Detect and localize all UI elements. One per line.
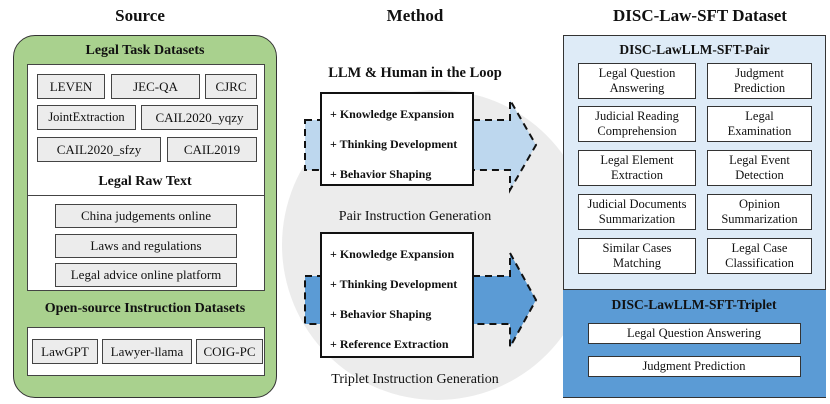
task-line: Judicial Reading — [595, 109, 679, 123]
dataset-chip: CAIL2020_yqzy — [141, 105, 258, 130]
dataset-chip: CAIL2020_sfzy — [37, 137, 161, 162]
triplet-step: + Knowledge Expansion — [330, 247, 455, 261]
method-column-title: Method — [386, 6, 444, 25]
dataset-chip: JEC-QA — [111, 74, 200, 99]
legal-raw-text-title: Legal Raw Text — [98, 174, 192, 189]
task-line: Legal Question — [598, 66, 676, 80]
pair-step: + Thinking Development — [330, 137, 458, 151]
triplet-task: Judgment Prediction — [587, 356, 801, 377]
raw-text-chip: Legal advice online platform — [55, 263, 237, 287]
triplet-caption: Triplet Instruction Generation — [331, 372, 499, 387]
task-line: Examination — [727, 124, 792, 138]
triplet-step: + Reference Extraction — [330, 337, 449, 351]
source-column-title: Source — [115, 6, 165, 25]
task-line: Summarization — [721, 212, 798, 226]
triplet-method-box: + Knowledge Expansion + Thinking Develop… — [320, 232, 474, 358]
dataset-column-title: DISC-Law-SFT Dataset — [613, 6, 787, 25]
loop-title: LLM & Human in the Loop — [328, 65, 502, 81]
raw-text-chip: China judgements online — [55, 204, 237, 228]
task-line: Comprehension — [597, 124, 677, 138]
task-line: Legal Element — [600, 153, 674, 167]
pair-method-box: + Knowledge Expansion + Thinking Develop… — [320, 92, 474, 186]
raw-text-chip: Laws and regulations — [55, 234, 237, 258]
legal-task-datasets-box: LEVEN JEC-QA CJRC JointExtraction CAIL20… — [27, 64, 265, 199]
task-line: Summarization — [598, 212, 676, 226]
task-line: Extraction — [610, 168, 664, 182]
open-source-chip: Lawyer-llama — [102, 339, 192, 364]
open-source-datasets-title: Open-source Instruction Datasets — [44, 301, 246, 316]
pair-step: + Behavior Shaping — [330, 167, 432, 181]
dataset-chip: JointExtraction — [37, 105, 136, 130]
task-line: Classification — [725, 256, 794, 270]
triplet-dataset-section: DISC-LawLLM-SFT-Triplet Legal Question A… — [562, 289, 826, 397]
raw-text-box: China judgements online Laws and regulat… — [27, 195, 265, 291]
task-line: Legal Event — [729, 153, 790, 167]
task-line: Similar Cases — [602, 241, 672, 255]
task-line: Answering — [609, 81, 665, 95]
triplet-dataset-title: DISC-LawLLM-SFT-Triplet — [611, 297, 777, 312]
task-line: Judgment — [735, 66, 784, 80]
task-line: Detection — [735, 168, 784, 182]
task-line: Legal — [745, 109, 774, 123]
task-line: Judicial Documents — [587, 197, 687, 211]
dataset-chip: LEVEN — [37, 74, 105, 99]
source-panel-overlay: Legal Task Datasets LEVEN JEC-QA CJRC Jo… — [13, 35, 277, 398]
task-line: Legal Case — [731, 241, 788, 255]
dataset-chip: CAIL2019 — [167, 137, 257, 162]
legal-task-datasets-title: Legal Task Datasets — [85, 43, 205, 58]
open-source-chip: COIG-PC — [196, 339, 263, 364]
task-line: Opinion — [739, 197, 780, 211]
triplet-step: + Thinking Development — [330, 277, 458, 291]
triplet-task: Legal Question Answering — [587, 323, 801, 344]
open-source-chip: LawGPT — [32, 339, 98, 364]
task-line: Prediction — [733, 81, 786, 95]
open-source-box: LawGPT Lawyer-llama COIG-PC — [27, 327, 265, 376]
pair-step: + Knowledge Expansion — [330, 107, 455, 121]
task-line: Matching — [613, 256, 661, 270]
triplet-step: + Behavior Shaping — [330, 307, 432, 321]
pair-dataset-title: DISC-LawLLM-SFT-Pair — [619, 42, 770, 57]
dataset-chip: CJRC — [205, 74, 257, 99]
pair-caption: Pair Instruction Generation — [338, 209, 492, 224]
